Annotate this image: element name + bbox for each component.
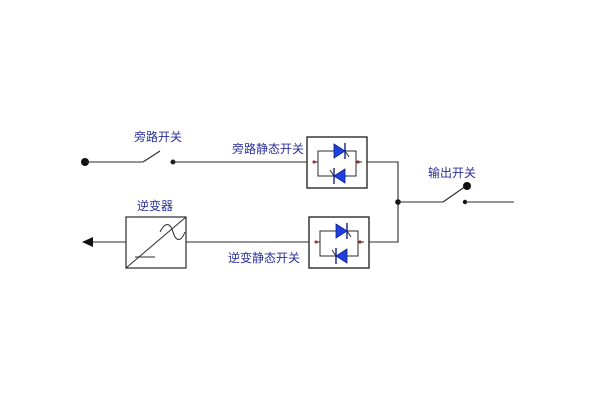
bypass-to-junction-wire <box>367 161 399 202</box>
inverter-thyristor-top-gate <box>346 230 352 238</box>
thyristor-bottom-gate <box>329 169 335 177</box>
inverter-icon <box>125 216 187 269</box>
bypass-static-switch-rails <box>314 150 362 177</box>
output-switch-label: 输出开关 <box>428 165 476 180</box>
inverter-thyristor-bottom-icon <box>335 248 348 264</box>
thyristor-bottom-icon <box>333 168 346 184</box>
bypass-static-switch-label: 旁路静态开关 <box>232 141 304 156</box>
thyristor-pair-icon <box>333 143 346 159</box>
inverter-to-junction-wire <box>369 202 399 243</box>
output-switch-blade <box>442 185 467 203</box>
inverter-thyristor-bottom-gate <box>331 249 337 257</box>
output-switch-pivot <box>463 182 471 190</box>
inverter-static-switch-label: 逆变静态开关 <box>228 250 300 265</box>
arrow-left-icon <box>82 237 93 247</box>
bypass-static-switch <box>306 136 368 189</box>
inverter-static-switch-rails <box>316 230 364 257</box>
inverter-diagonal <box>125 216 187 269</box>
inverter-label: 逆变器 <box>137 198 173 213</box>
inverter-ac-wave <box>159 224 186 240</box>
inverter-static-switch <box>308 216 370 269</box>
thyristor-top-gate <box>344 150 350 158</box>
inverter-thyristor-top-icon <box>335 223 348 239</box>
bypass-switch-blade <box>142 150 161 163</box>
bypass-switch-label: 旁路开关 <box>134 129 182 144</box>
